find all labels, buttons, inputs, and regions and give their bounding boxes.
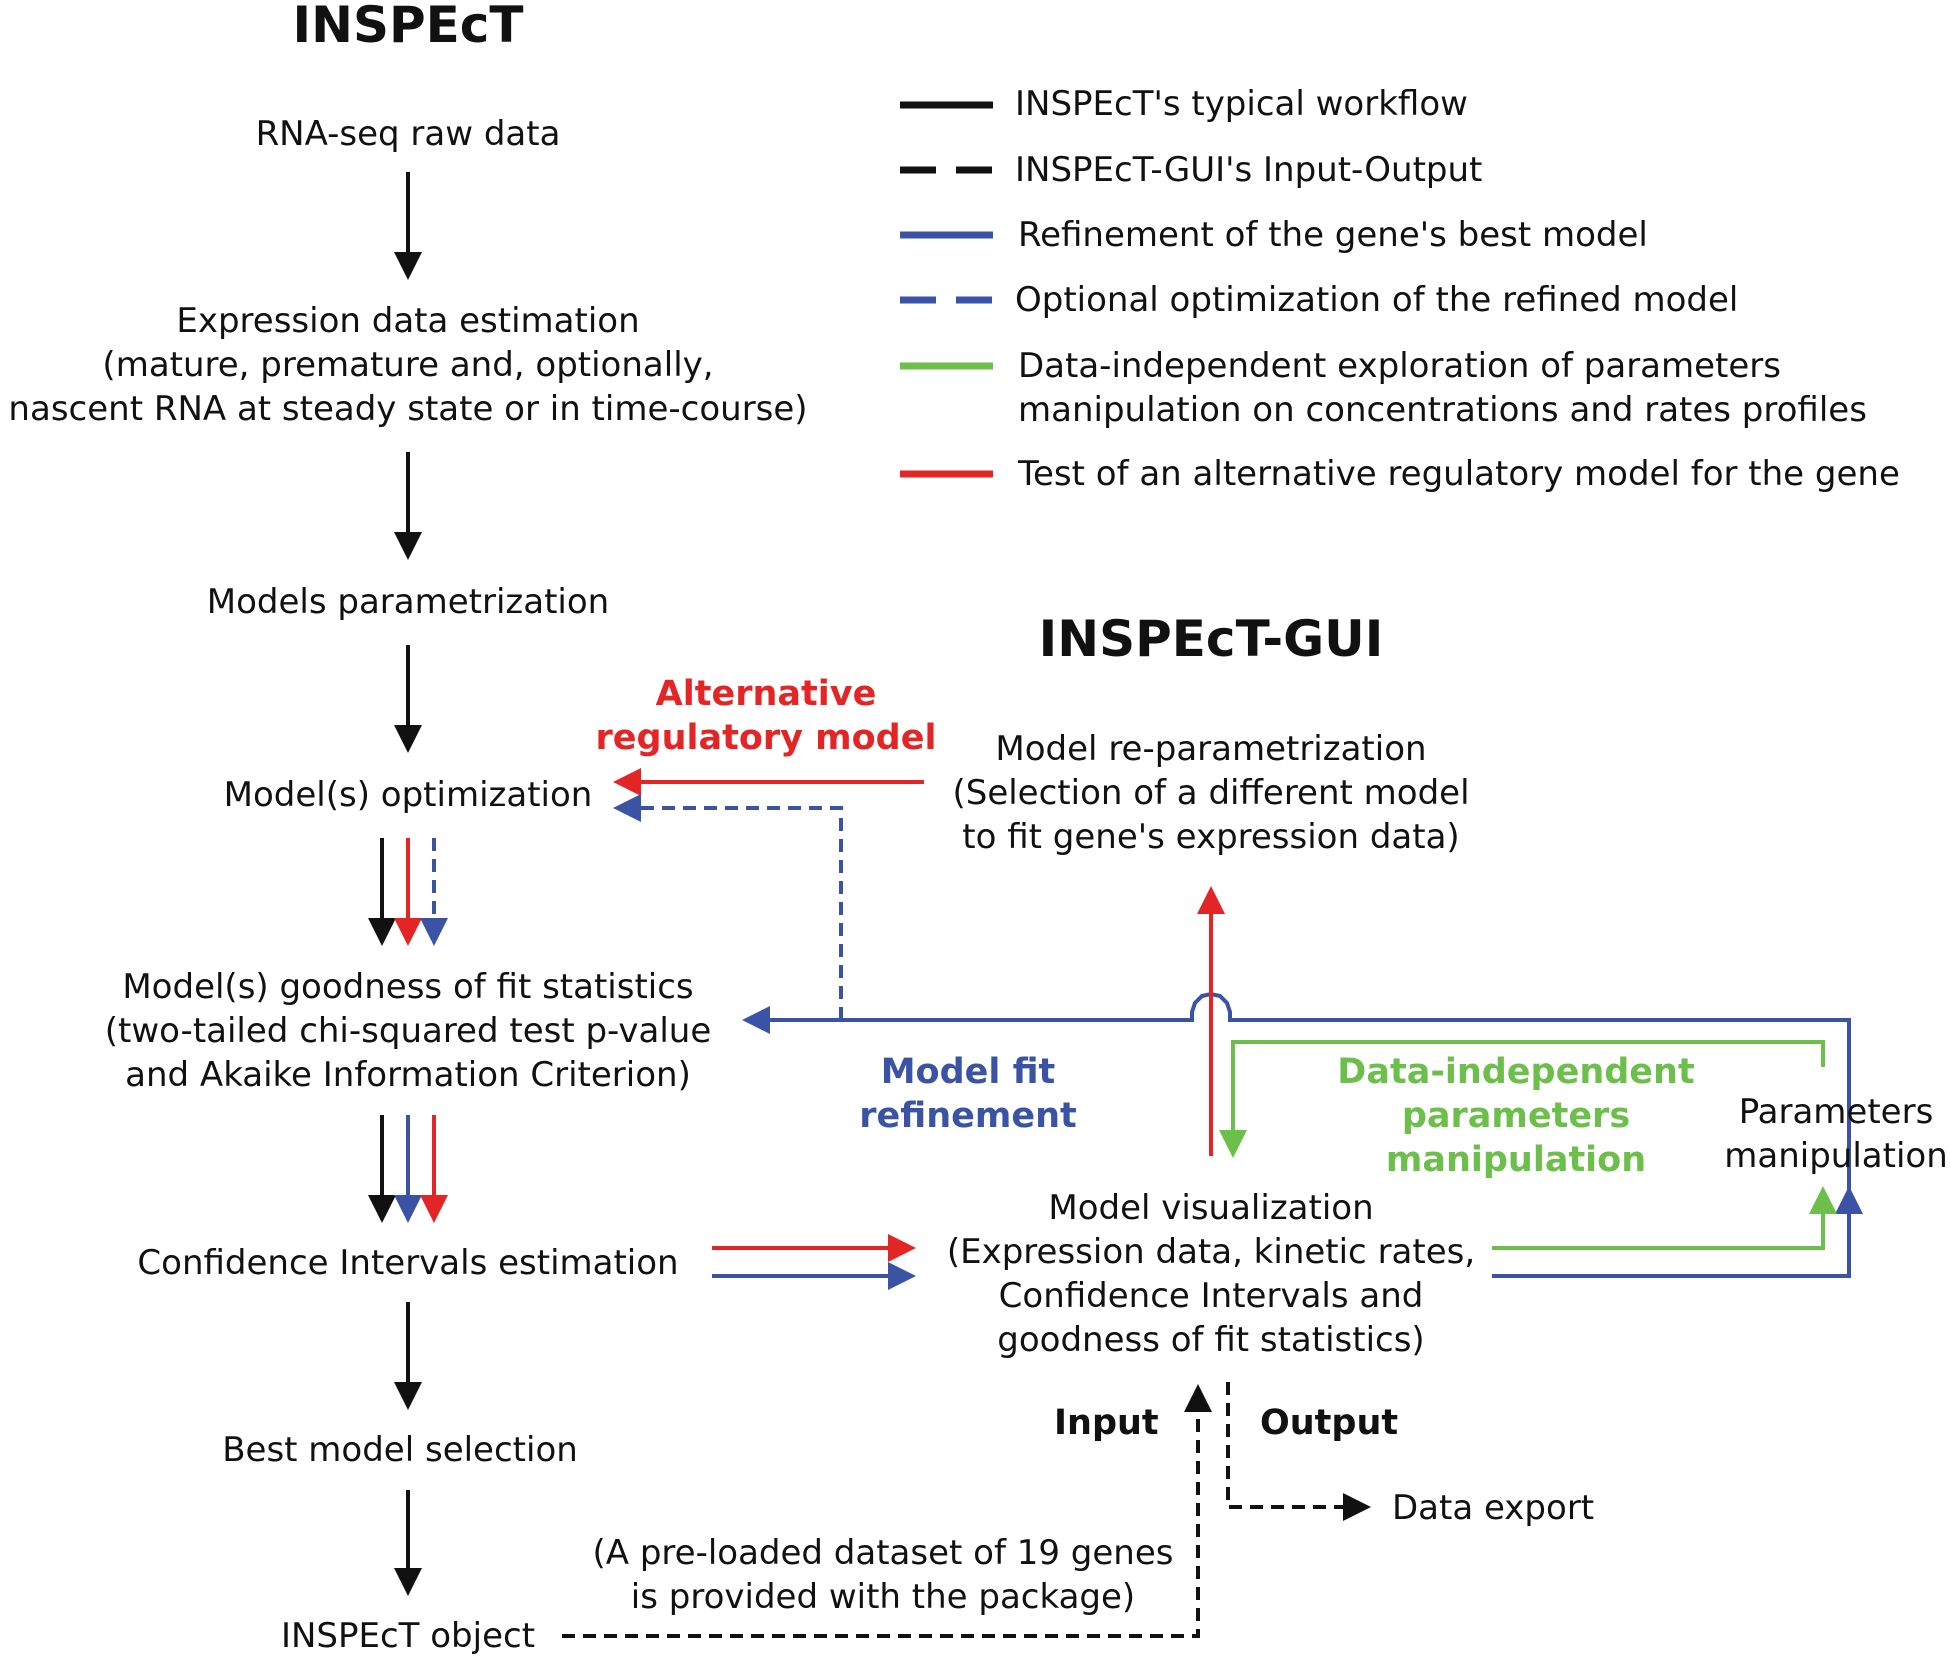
input-arrow — [562, 1384, 1212, 1638]
node-best-model-selection: Best model selection — [222, 1430, 578, 1470]
visualization-to-parameters-blue — [1492, 1186, 1863, 1278]
label-model-fit-refinement: Model fit refinement — [859, 1052, 1077, 1136]
workflow-arrows — [368, 172, 422, 1596]
legend-label-refinement: Refinement of the gene's best model — [1018, 215, 1648, 255]
node-models-parametrization: Models parametrization — [206, 582, 610, 622]
node-model-reparametrization: Model re-parametrization (Selection of a… — [952, 729, 1470, 857]
output-arrow — [1226, 1382, 1371, 1521]
legend-label-data-independent: Data-independent exploration of paramete… — [1018, 346, 1867, 430]
confidence-to-visualization-arrows — [712, 1234, 916, 1290]
label-alternative-regulatory-model: Alternative regulatory model — [595, 674, 937, 758]
node-goodness-of-fit: Model(s) goodness of fit statistics (two… — [104, 967, 712, 1095]
goodness-to-confidence-arrows — [394, 1115, 448, 1223]
legend-label-alternative-model: Test of an alternative regulatory model … — [1018, 454, 1900, 494]
node-confidence-intervals: Confidence Intervals estimation — [137, 1243, 679, 1283]
inspect-gui-title: INSPEcT-GUI — [1038, 610, 1384, 668]
node-raw-data: RNA-seq raw data — [255, 114, 561, 154]
optimization-to-goodness-arrows — [394, 838, 448, 946]
visualization-to-parameters-green — [1492, 1186, 1837, 1250]
node-model-visualization: Model visualization (Expression data, ki… — [946, 1188, 1476, 1360]
node-models-optimization: Model(s) optimization — [223, 775, 593, 815]
parameters-to-visualization-green — [1219, 1040, 1825, 1158]
label-output: Output — [1260, 1403, 1399, 1443]
node-parameters-manipulation: Parameters manipulation — [1724, 1092, 1948, 1176]
legend-swatches — [900, 101, 993, 478]
node-inspect-object: INSPEcT object — [280, 1616, 536, 1656]
label-input: Input — [1054, 1403, 1159, 1443]
node-data-export: Data export — [1392, 1488, 1595, 1528]
preloaded-dataset-note: (A pre-loaded dataset of 19 genes is pro… — [592, 1533, 1174, 1617]
legend-label-optional-optimization: Optional optimization of the refined mod… — [1015, 280, 1739, 320]
legend-label-workflow: INSPEcT's typical workflow — [1015, 84, 1468, 124]
legend-label-input-output: INSPEcT-GUI's Input-Output — [1015, 150, 1483, 190]
label-data-independent-manipulation: Data-independent parameters manipulation — [1337, 1052, 1695, 1180]
optional-optimization-arrow — [613, 794, 843, 1020]
refinement-return-arrow — [742, 991, 1851, 1205]
inspect-title: INSPEcT — [292, 0, 524, 54]
node-expression-estimation: Expression data estimation (mature, prem… — [8, 301, 808, 429]
